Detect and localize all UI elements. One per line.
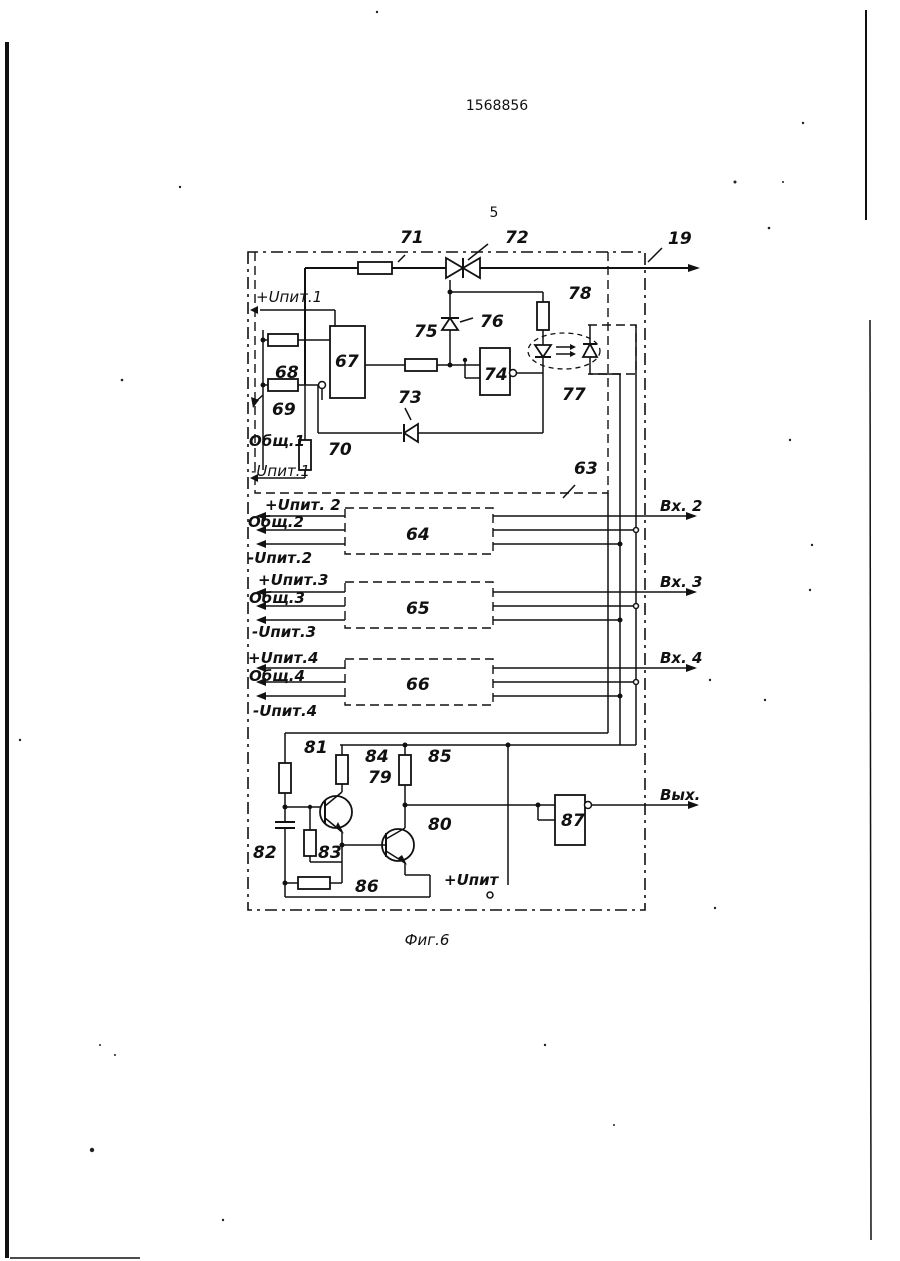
label-plus-3: +Uпит.3 (258, 571, 328, 589)
label-63: 63 (574, 459, 598, 479)
label-output: Вых. (660, 786, 700, 804)
resistor-85 (399, 755, 411, 785)
patent-number: 1568856 (466, 98, 528, 114)
component-labels: 71 72 19 78 75 76 67 74 77 68 69 73 70 6… (253, 228, 692, 897)
label-86: 86 (355, 877, 379, 897)
figure-caption: Фиг.6 (405, 931, 450, 949)
label-plus-main: +Uпит (444, 871, 500, 889)
label-80: 80 (428, 815, 452, 835)
label-67: 67 (335, 352, 359, 372)
resistor-81 (279, 763, 291, 793)
label-74: 74 (484, 365, 508, 385)
label-75: 75 (414, 322, 438, 342)
label-79: 79 (368, 768, 392, 788)
label-64: 64 (406, 525, 430, 545)
label-input-4: Вх. 4 (660, 649, 702, 667)
block-64 (256, 508, 697, 554)
label-83: 83 (318, 843, 342, 863)
io-labels: Вх. 2 Вх. 3 Вх. 4 Вых. (660, 497, 702, 804)
stabilitron-72 (446, 258, 480, 278)
diode-73 (404, 408, 418, 442)
label-69: 69 (272, 400, 296, 420)
resistor-75 (405, 359, 437, 371)
label-77: 77 (562, 385, 586, 405)
label-common-1: Общ.1 (249, 432, 305, 450)
resistor-71 (358, 262, 392, 274)
label-common-2: Общ.2 (248, 513, 304, 531)
resistor-68-upper (268, 334, 298, 346)
resistor-86 (298, 877, 330, 889)
label-minus-2: -Uпит.2 (248, 549, 312, 567)
label-84: 84 (365, 747, 389, 767)
label-72: 72 (505, 228, 529, 248)
label-plus-2: +Uпит. 2 (265, 496, 341, 514)
top-line (305, 244, 700, 274)
label-input-3: Вх. 3 (660, 573, 702, 591)
label-19: 19 (668, 229, 692, 249)
label-minus-1: -Uпит.1 (251, 462, 310, 480)
label-76: 76 (480, 312, 504, 332)
label-65: 65 (406, 599, 430, 619)
resistor-84 (336, 755, 348, 784)
label-85: 85 (428, 747, 452, 767)
label-input-2: Вх. 2 (660, 497, 702, 515)
resistor-83 (304, 830, 316, 856)
label-71: 71 (400, 228, 424, 248)
label-78: 78 (568, 284, 592, 304)
label-common-3: Общ.3 (249, 589, 305, 607)
label-81: 81 (304, 738, 328, 758)
label-70: 70 (328, 440, 352, 460)
label-minus-3: -Uпит.3 (252, 623, 316, 641)
label-87: 87 (561, 811, 585, 831)
diode-76 (441, 318, 459, 330)
label-66: 66 (406, 675, 430, 695)
label-68: 68 (275, 363, 299, 383)
label-73: 73 (398, 388, 422, 408)
label-common-4: Общ.4 (249, 667, 305, 685)
label-82: 82 (253, 843, 277, 863)
resistor-78 (537, 302, 549, 330)
page-edge-marks (7, 10, 871, 1258)
label-plus-1: +Uпит.1 (256, 288, 322, 306)
label-minus-4: -Uпит.4 (253, 702, 317, 720)
label-plus-4: +Uпит.4 (248, 649, 318, 667)
page-number: 5 (490, 205, 499, 221)
block-66 (256, 659, 697, 705)
